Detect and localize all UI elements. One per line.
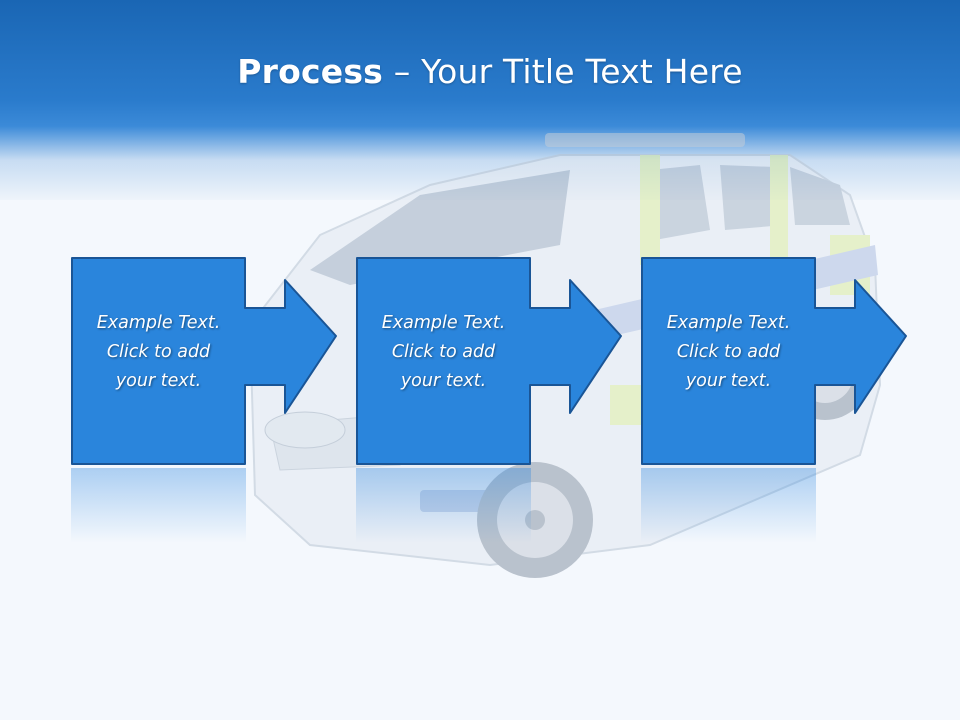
process-step-3[interactable]: Example Text. Click to add your text. [641,257,907,465]
process-step-1[interactable]: Example Text. Click to add your text. [71,257,337,465]
step-line-2: Click to add [391,342,496,362]
title-bold-text: Process [237,52,384,91]
step-text: Example Text. Click to add your text. [71,309,246,396]
step-line-1: Example Text. [666,313,791,333]
step-line-1: Example Text. [96,313,221,333]
step-line-2: Click to add [676,342,781,362]
title-rest-text: – Your Title Text Here [383,52,743,91]
step-text: Example Text. Click to add your text. [641,309,816,396]
step-line-3: your text. [400,371,487,391]
step-line-1: Example Text. [381,313,506,333]
step-reflection [356,468,531,543]
step-line-2: Click to add [106,342,211,362]
step-line-3: your text. [115,371,202,391]
step-reflection [71,468,246,543]
arrow-right-icon [356,257,622,465]
process-step-2[interactable]: Example Text. Click to add your text. [356,257,622,465]
step-text: Example Text. Click to add your text. [356,309,531,396]
arrow-right-icon [71,257,337,465]
step-line-3: your text. [685,371,772,391]
arrow-right-icon [641,257,907,465]
slide-title[interactable]: Process – Your Title Text Here [0,52,960,91]
step-reflection [641,468,816,543]
